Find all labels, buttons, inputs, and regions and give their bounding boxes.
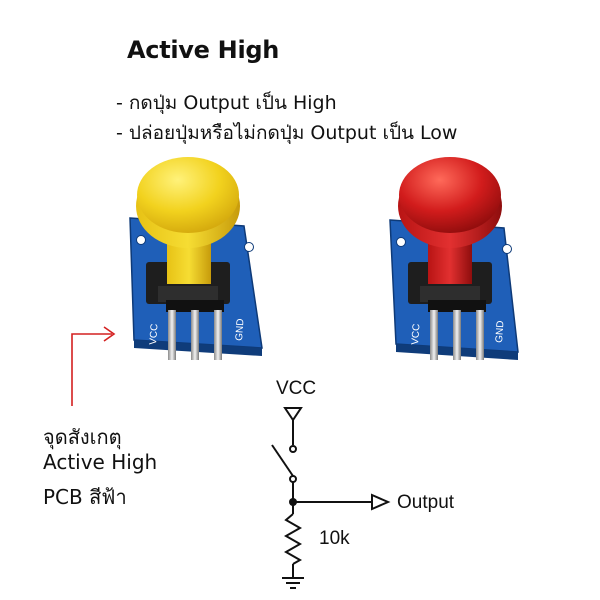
switch-base — [158, 286, 218, 302]
switch-contact — [289, 475, 297, 483]
red-button-module: VCC GND — [389, 157, 519, 360]
bullet-release-low: - ปล่อยปุ่มหรือไม่กดปุ่ม Output เป็น Low — [116, 122, 458, 144]
bullet-press-high: - กดปุ่ม Output เป็น High — [116, 92, 337, 114]
schematic-output-label: Output — [397, 492, 455, 513]
header-pin — [191, 310, 199, 360]
pin-label-vcc: VCC — [410, 323, 422, 345]
note-line: จุดสังเกตุ — [43, 425, 122, 449]
header-pin — [476, 310, 484, 360]
yellow-button-module: VCC GND — [129, 157, 263, 360]
button-cap-top — [399, 157, 501, 233]
button-cap-top — [137, 157, 239, 233]
mount-hole — [136, 235, 146, 245]
output-arrow-icon — [371, 493, 391, 511]
mount-hole — [396, 237, 406, 247]
schematic-vcc-label: VCC — [276, 378, 317, 399]
pointer-arrow-icon — [71, 326, 116, 406]
switch-base — [420, 286, 480, 302]
resistor-symbol — [283, 513, 303, 565]
schematic — [271, 407, 391, 589]
header-pin — [214, 310, 222, 360]
header-block — [166, 300, 224, 312]
note-line: PCB สีฟ้า — [43, 485, 127, 509]
pin-label-gnd: GND — [494, 320, 507, 343]
note-line: Active High — [43, 450, 158, 474]
switch-lever — [271, 444, 294, 477]
header-block — [428, 300, 486, 312]
header-pin — [168, 310, 176, 360]
pin-label-gnd: GND — [234, 318, 247, 341]
switch-contact — [289, 445, 297, 453]
pin-label-vcc: VCC — [148, 323, 160, 345]
schematic-resistor-label: 10k — [319, 528, 350, 549]
mount-hole — [244, 242, 254, 252]
mount-hole — [502, 244, 512, 254]
header-pin — [453, 310, 461, 360]
header-pin — [430, 310, 438, 360]
vcc-symbol — [283, 407, 303, 422]
title: Active High — [127, 36, 280, 64]
